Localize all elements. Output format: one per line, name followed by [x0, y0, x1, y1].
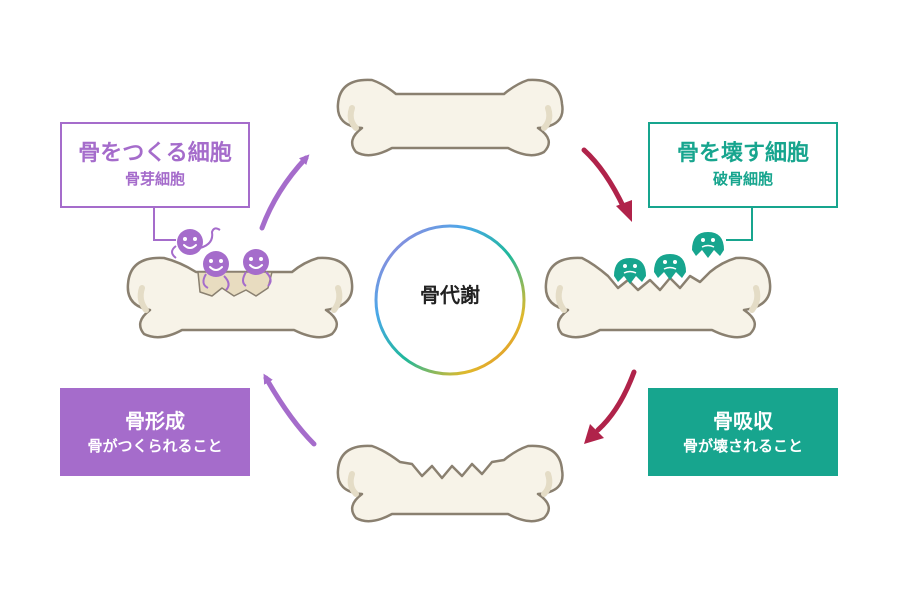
osteoblast-title: 骨をつくる細胞 [78, 141, 232, 166]
bone-resorbing-right [544, 256, 772, 339]
bone-resorption-subtitle: 骨が壊されること [682, 437, 803, 455]
arrow-top-to-resorption [581, 147, 632, 222]
osteoclast-subtitle: 破骨細胞 [712, 170, 773, 188]
osteoclast-cell-icon [654, 254, 686, 280]
center-label-bone-metabolism: 骨代謝 [420, 283, 480, 307]
osteoblast-cell-icon [202, 251, 230, 291]
osteoblast-cell-icon [171, 227, 221, 259]
osteoclast-title: 骨を壊す細胞 [676, 141, 809, 166]
bone-formation-box: 骨形成 骨がつくられること [60, 388, 250, 476]
bone-intact-top [336, 78, 564, 157]
center-cycle-ring [374, 224, 526, 376]
bone-resorbed-bottom [336, 444, 564, 523]
arrow-bottom-to-formation [263, 373, 317, 447]
osteoclast-cell-icon [692, 232, 724, 258]
arrow-resorption-to-bottom [584, 369, 637, 444]
bone-formation-title: 骨形成 [125, 409, 185, 433]
osteoblast-subtitle: 骨芽細胞 [124, 170, 185, 188]
osteoblast-cell-icon [242, 249, 272, 287]
bone-forming-left [126, 256, 354, 339]
osteoclast-connector-line [726, 208, 753, 241]
bone-resorption-box: 骨吸収 骨が壊されること [648, 388, 838, 476]
osteoblast-connector-line [153, 208, 176, 241]
osteoclast-cell-icon [614, 258, 646, 284]
arrow-formation-to-top [259, 154, 310, 231]
bone-formation-subtitle: 骨がつくられること [87, 437, 223, 455]
bone-resorption-title: 骨吸収 [713, 409, 773, 433]
osteoclast-label-box: 骨を壊す細胞 破骨細胞 [648, 122, 838, 208]
osteoblast-label-box: 骨をつくる細胞 骨芽細胞 [60, 122, 250, 208]
